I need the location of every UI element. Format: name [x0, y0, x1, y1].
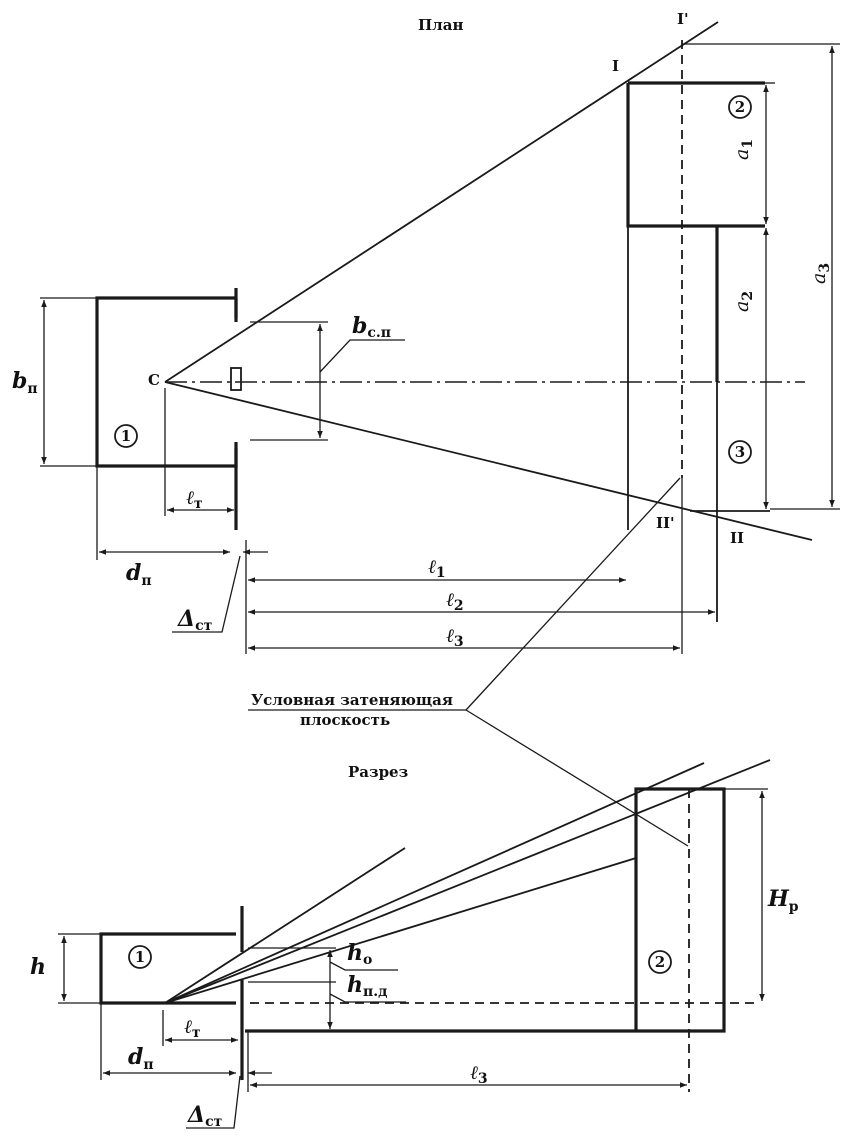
plan-zone-2-marker	[728, 95, 752, 119]
dim-h-label: h	[30, 954, 46, 980]
dim-delta-plan-leader	[172, 555, 241, 633]
dim-dp-sec-label: dп	[128, 1044, 154, 1073]
plan-zone-2-number: 2	[735, 98, 745, 116]
dim-l3-plan-label: ℓ3	[446, 625, 464, 650]
dim-l3-sec-label: ℓ3	[470, 1062, 488, 1087]
plan-view: План 1 2 3 C I I' II' II	[12, 10, 840, 654]
dim-bp-label: bп	[12, 368, 38, 397]
point-i-label: I	[612, 57, 619, 75]
dim-delta-plan-label: Δст	[177, 606, 213, 634]
point-c-label: C	[148, 371, 160, 389]
dim-l1-label: ℓ1	[428, 556, 446, 581]
dim-a2-label: a2	[731, 291, 756, 312]
point-ii-label: II	[730, 529, 744, 547]
dim-hpd-leader	[329, 993, 406, 1003]
plan-room-1-number: 1	[121, 427, 131, 445]
dim-l2-label: ℓ2	[446, 589, 464, 614]
section-zone-2-marker	[648, 950, 672, 974]
dim-delta-sec-leader	[186, 1075, 241, 1129]
note-leader-plan	[465, 477, 681, 711]
section-room-1-marker	[128, 945, 152, 969]
section-room-outline	[99, 932, 236, 1005]
shading-plane-note: Условная затеняющая плоскость	[248, 477, 689, 847]
dim-dp-plan-label: dп	[126, 560, 152, 589]
dim-bsp-leader	[319, 339, 405, 373]
section-room-1-number: 1	[135, 948, 145, 966]
plan-zone-3-marker	[728, 440, 752, 464]
dim-ho-label: hо	[347, 940, 372, 968]
dim-delta-sec-label: Δст	[187, 1102, 223, 1130]
dim-hpd-label: hп.д	[347, 972, 387, 1000]
dim-ho-leader	[329, 961, 398, 971]
point-ii-prime-label: II'	[656, 514, 675, 532]
plan-title: План	[418, 16, 463, 34]
plan-ray-upper	[164, 21, 719, 383]
section-view: Разрез 1 2 h hо hп.д	[30, 759, 799, 1130]
note-line-1: Условная затеняющая	[251, 691, 453, 709]
plan-window-frame	[230, 367, 242, 391]
dim-bsp-label: bс.п	[352, 313, 391, 341]
dim-lt-prime-label: ℓт	[186, 487, 203, 512]
section-ray-4	[164, 857, 637, 1004]
section-ray-2	[164, 762, 705, 1004]
note-leader-section	[465, 709, 689, 847]
note-line-2: плоскость	[300, 711, 390, 729]
dim-a1-label: a1	[731, 139, 756, 160]
section-title: Разрез	[348, 763, 408, 781]
dim-a3-label: a3	[808, 263, 833, 284]
section-zone-2-number: 2	[655, 953, 665, 971]
plan-zone-3-number: 3	[735, 443, 745, 461]
dim-hp-label: Hр	[767, 886, 799, 915]
section-opposing-building	[634, 787, 726, 1033]
dim-lt-label: ℓт	[184, 1016, 201, 1041]
section-ray-1	[164, 847, 406, 1004]
plan-room-1-marker	[114, 424, 138, 448]
plan-ray-lower	[164, 381, 813, 541]
point-i-prime-label: I'	[677, 10, 689, 28]
section-ray-3	[164, 759, 771, 1004]
